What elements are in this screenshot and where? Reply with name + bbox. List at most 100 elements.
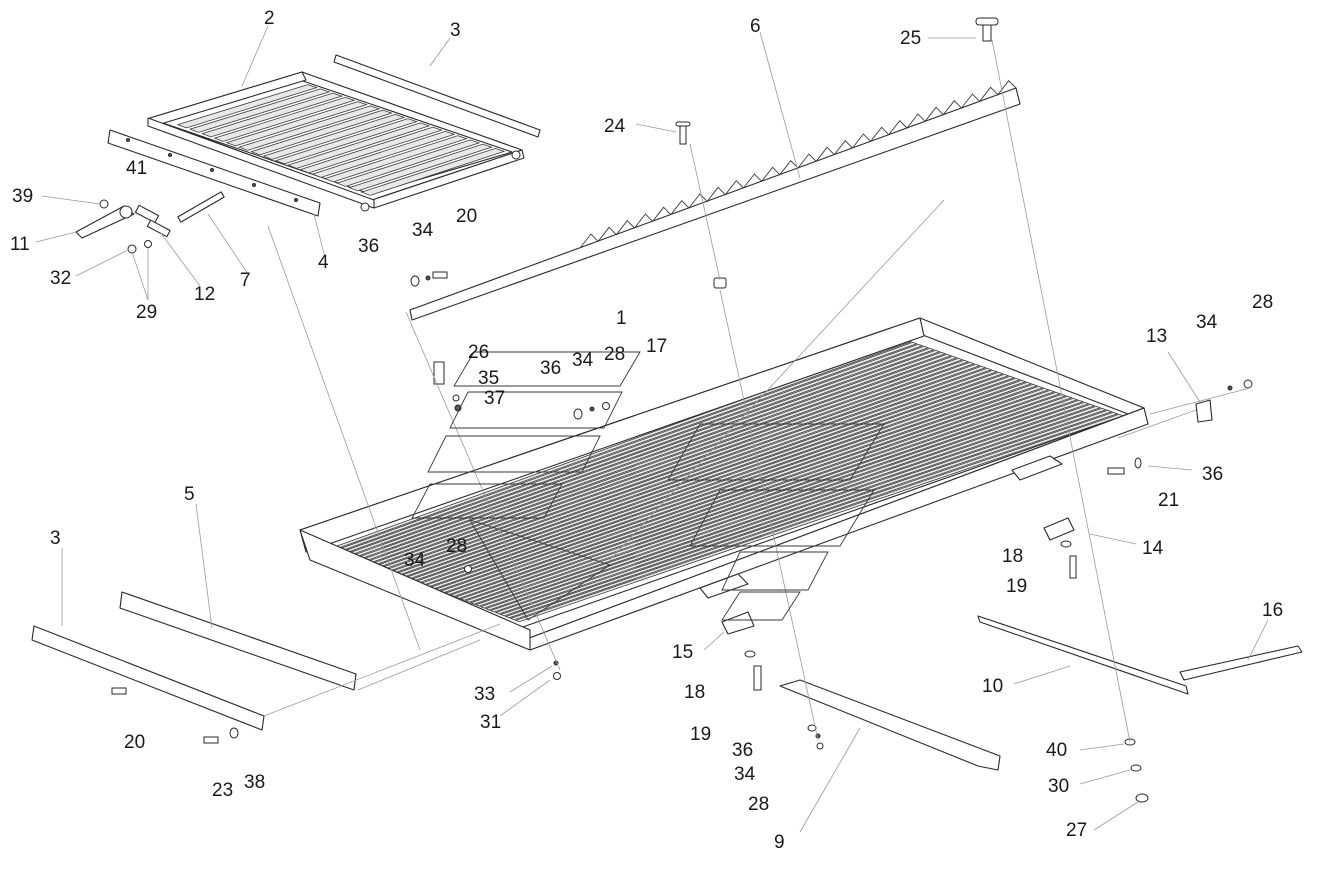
- callout: 17: [646, 336, 667, 357]
- plate-part-16: [1179, 645, 1303, 681]
- callout: 16: [1262, 600, 1283, 621]
- sieve-slat: [262, 113, 406, 160]
- callout: 24: [604, 116, 626, 137]
- strip-part-4: [107, 129, 321, 217]
- bracket-right: [1011, 455, 1075, 541]
- lever-assembly: [75, 191, 225, 254]
- callout: 12: [194, 284, 215, 305]
- sieve-slat: [176, 84, 318, 129]
- sieve-slat: [213, 96, 356, 142]
- sieve-slat: [449, 387, 1050, 597]
- callout: 36: [358, 236, 379, 257]
- sieve-slat: [509, 411, 1119, 621]
- callout: 33: [474, 684, 495, 705]
- main-sieve-frame: [299, 317, 1149, 651]
- strip-part-9: [779, 679, 1001, 771]
- callout: 6: [750, 16, 761, 37]
- callout: 3: [50, 528, 61, 549]
- callout: 4: [318, 252, 329, 273]
- sieve-slat: [499, 407, 1108, 617]
- hardware-stack-right: [1124, 738, 1149, 803]
- callout: 13: [1146, 326, 1167, 347]
- callout: 34: [404, 550, 426, 571]
- sieve-slat: [286, 122, 431, 169]
- callout: 36: [732, 740, 753, 761]
- sieve-slat: [454, 389, 1056, 599]
- callout: 18: [1002, 546, 1023, 567]
- side-strip-top: [333, 54, 541, 138]
- hardware-right: [1060, 379, 1253, 579]
- sieve-slat: [489, 403, 1096, 613]
- callout: 20: [456, 206, 477, 227]
- bolt-25: [975, 17, 999, 42]
- callout: 15: [672, 642, 693, 663]
- sieve-slat: [504, 409, 1113, 619]
- callout: 28: [1252, 292, 1273, 313]
- callout: 38: [244, 772, 265, 793]
- callout: 28: [748, 794, 769, 815]
- callout: 7: [240, 270, 251, 291]
- callout: 11: [10, 234, 30, 255]
- callout: 36: [1202, 464, 1223, 485]
- callout: 29: [136, 302, 157, 323]
- sieve-slat: [299, 126, 443, 174]
- strip-part-5: [119, 591, 357, 691]
- leader-lines: [35, 25, 1269, 833]
- upper-sieve-frame: [147, 71, 525, 212]
- callout: 34: [734, 764, 756, 785]
- callout: 35: [478, 368, 499, 389]
- guide-outlines: [411, 351, 885, 621]
- callout: 34: [1196, 312, 1218, 333]
- callout: 5: [184, 484, 195, 505]
- callout: 41: [126, 158, 147, 179]
- sieve-slat: [323, 135, 468, 183]
- sieve-slat: [201, 92, 343, 138]
- sieve-slat: [188, 88, 331, 133]
- sieve-slat: [225, 101, 368, 147]
- callout: 25: [900, 28, 921, 49]
- sieve-slat: [335, 139, 481, 187]
- strip-4-holes: [126, 138, 298, 202]
- callout: 34: [412, 220, 434, 241]
- callout: 23: [212, 780, 233, 801]
- side-strip-bottom: [31, 625, 265, 731]
- sieve-slat: [484, 401, 1090, 611]
- callout: 40: [1046, 740, 1067, 761]
- callout: 3: [450, 20, 461, 41]
- sieve-slat: [250, 109, 393, 156]
- sieve-slat: [360, 147, 506, 196]
- callout: 1: [616, 308, 627, 329]
- callout: 19: [690, 724, 711, 745]
- callout: 20: [124, 732, 145, 753]
- sieve-slat: [311, 130, 456, 178]
- sieve-slat: [348, 143, 493, 192]
- plate-13: [1195, 399, 1213, 423]
- callout: 28: [446, 536, 467, 557]
- callout: 27: [1066, 820, 1087, 841]
- sieve-slat: [474, 397, 1079, 607]
- callout: 32: [50, 268, 71, 289]
- bolt-24: [675, 121, 691, 145]
- callout: 37: [484, 388, 505, 409]
- callout: 31: [480, 712, 501, 733]
- sieve-slat: [237, 105, 381, 151]
- callout: 18: [684, 682, 705, 703]
- callout: 14: [1142, 538, 1164, 559]
- callout: 36: [540, 358, 561, 379]
- hardware-upper: [410, 271, 727, 289]
- callout: 19: [1006, 576, 1027, 597]
- callout: 2: [264, 8, 275, 29]
- sieve-slat: [469, 395, 1073, 605]
- callout: 28: [604, 344, 625, 365]
- sieve-slat: [459, 391, 1062, 601]
- callout: 39: [12, 186, 33, 207]
- callout: 10: [982, 676, 1003, 697]
- callout-labels: 2 3 6 25 24 39 41 11 32 29 12 7 4 36 34 …: [10, 8, 1283, 853]
- callout: 26: [468, 342, 489, 363]
- strip-part-10: [977, 615, 1189, 695]
- callout: 9: [774, 832, 785, 853]
- callout: 34: [572, 350, 594, 371]
- sieve-slat: [274, 118, 418, 165]
